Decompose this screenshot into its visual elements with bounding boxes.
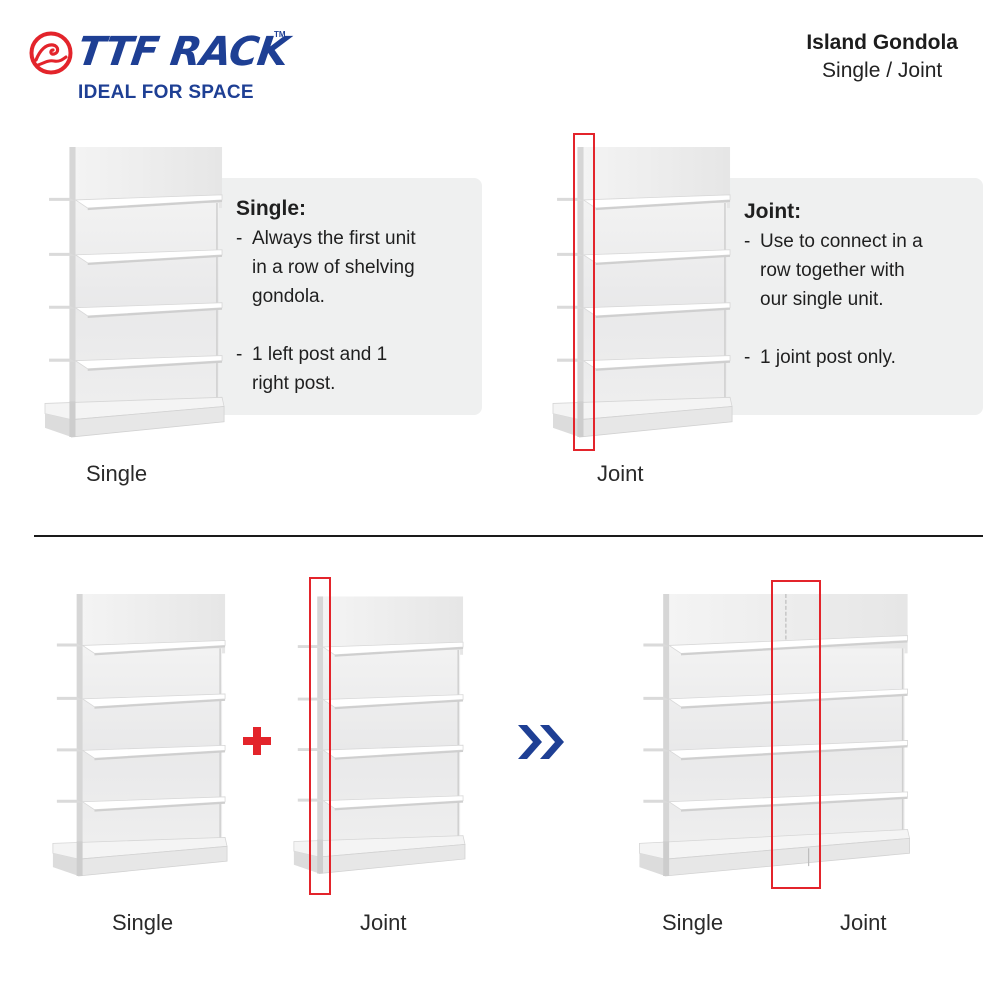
- bottom-single-unit: [48, 593, 228, 877]
- page-title: Island Gondola: [806, 31, 958, 54]
- plus-icon: [243, 727, 271, 755]
- single-info-panel: Single: - Always the first unit in a row…: [212, 178, 482, 415]
- combined-single-caption: Single: [662, 910, 724, 935]
- wave-circle-icon: [29, 31, 73, 75]
- joint-heading: Joint:: [744, 200, 802, 223]
- bottom-single-caption: Single: [112, 910, 174, 935]
- joint-caption: Joint: [597, 461, 644, 486]
- joint-bullet-2: - 1 joint post only.: [744, 347, 896, 368]
- page-title-block: Island Gondola Single / Joint: [806, 30, 958, 86]
- single-bullet-1: - Always the first unit in a row of shel…: [236, 228, 416, 307]
- single-caption: Single: [86, 461, 148, 486]
- bottom-joint-post-highlight: [309, 577, 331, 895]
- combined-joint-highlight: [771, 580, 821, 889]
- bottom-joint-caption: Joint: [360, 910, 407, 935]
- joint-info-panel: Joint: - Use to connect in a row togethe…: [700, 178, 983, 415]
- combined-gondola-unit: [634, 594, 914, 877]
- page-subtitle: Single / Joint: [822, 59, 943, 82]
- combined-joint-caption: Joint: [840, 910, 887, 935]
- single-bullet-2: - 1 left post and 1 right post.: [236, 344, 388, 394]
- single-heading: Single:: [236, 197, 307, 220]
- section-divider: [34, 535, 983, 537]
- brand-name: TTF RACK: [74, 29, 291, 75]
- joint-bullet-1: - Use to connect in a row together with …: [744, 231, 923, 310]
- brand-logo: TTF RACK TM IDEAL FOR SPACE: [24, 28, 294, 108]
- single-gondola-unit: [40, 146, 225, 438]
- trademark-symbol: TM: [274, 30, 286, 39]
- brand-tagline: IDEAL FOR SPACE: [78, 82, 254, 103]
- double-chevron-right-icon: [518, 725, 564, 759]
- joint-post-highlight: [573, 133, 595, 451]
